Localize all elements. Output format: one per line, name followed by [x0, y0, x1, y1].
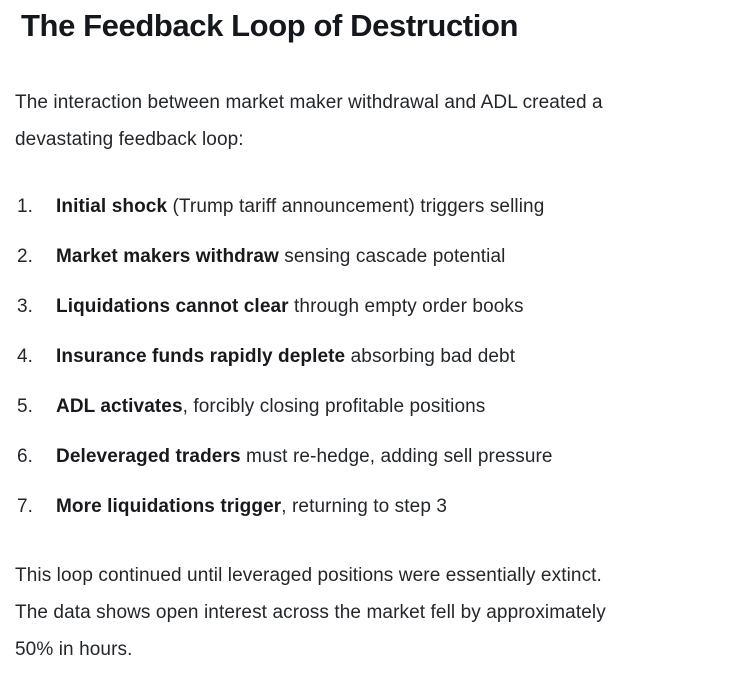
list-item-text: More liquidations trigger, returning to … [56, 488, 726, 525]
text-line: This loop continued until leveraged posi… [15, 565, 602, 586]
list-item-lead: Deleveraged traders [56, 446, 241, 467]
list-item-rest: (Trump tariff announcement) triggers sel… [167, 196, 545, 217]
list-item-rest: sensing cascade potential [278, 246, 506, 267]
list-item-lead: ADL activates [56, 396, 183, 417]
list-item: 3. Liquidations cannot clear through emp… [15, 288, 726, 325]
list-item-rest: must re-hedge, adding sell pressure [240, 446, 553, 467]
list-item-number: 5. [17, 396, 34, 417]
list-item-lead: Insurance funds rapidly deplete [56, 346, 346, 367]
text-line: devastating feedback loop: [15, 129, 244, 150]
list-item-lead: Market makers withdraw [56, 246, 279, 267]
list-item-text: ADL activates, forcibly closing profitab… [56, 388, 726, 425]
list-item-rest: , forcibly closing profitable positions [182, 396, 486, 417]
list-item: 2. Market makers withdraw sensing cascad… [15, 238, 726, 275]
list-item: 1. Initial shock (Trump tariff announcem… [15, 188, 726, 225]
list-item-text: Initial shock (Trump tariff announcement… [56, 188, 726, 225]
list-item-text: Liquidations cannot clear through empty … [56, 288, 726, 325]
list-item-lead: Initial shock [56, 196, 168, 217]
list-item-number: 6. [17, 446, 34, 467]
list-item-text: Insurance funds rapidly deplete absorbin… [56, 338, 726, 375]
page-title: The Feedback Loop of Destruction [21, 8, 519, 43]
list-item-number: 4. [17, 346, 34, 367]
list-item-number: 2. [17, 246, 34, 267]
text-line: The interaction between market maker wit… [15, 92, 603, 113]
list-item-rest: , returning to step 3 [281, 496, 448, 517]
list-item-lead: Liquidations cannot clear [56, 296, 289, 317]
feedback-loop-list: 1. Initial shock (Trump tariff announcem… [15, 188, 726, 525]
list-item: 5. ADL activates, forcibly closing profi… [15, 388, 726, 425]
list-item-lead: More liquidations trigger [56, 496, 282, 517]
text-line: The data shows open interest across the … [15, 602, 606, 623]
list-item-text: Deleveraged traders must re-hedge, addin… [56, 438, 726, 475]
closing-paragraph: This loop continued until leveraged posi… [15, 557, 726, 668]
text-line: 50% in hours. [15, 639, 133, 660]
article-content: The Feedback Loop of Destruction The int… [0, 6, 742, 668]
list-item: 7. More liquidations trigger, returning … [15, 488, 726, 525]
list-item-rest: absorbing bad debt [345, 346, 516, 367]
list-item-number: 7. [17, 496, 34, 517]
list-item-number: 3. [17, 296, 34, 317]
list-item-number: 1. [17, 196, 34, 217]
list-item: 4. Insurance funds rapidly deplete absor… [15, 338, 726, 375]
intro-paragraph: The interaction between market maker wit… [15, 84, 726, 158]
list-item: 6. Deleveraged traders must re-hedge, ad… [15, 438, 726, 475]
list-item-text: Market makers withdraw sensing cascade p… [56, 238, 726, 275]
list-item-rest: through empty order books [288, 296, 524, 317]
